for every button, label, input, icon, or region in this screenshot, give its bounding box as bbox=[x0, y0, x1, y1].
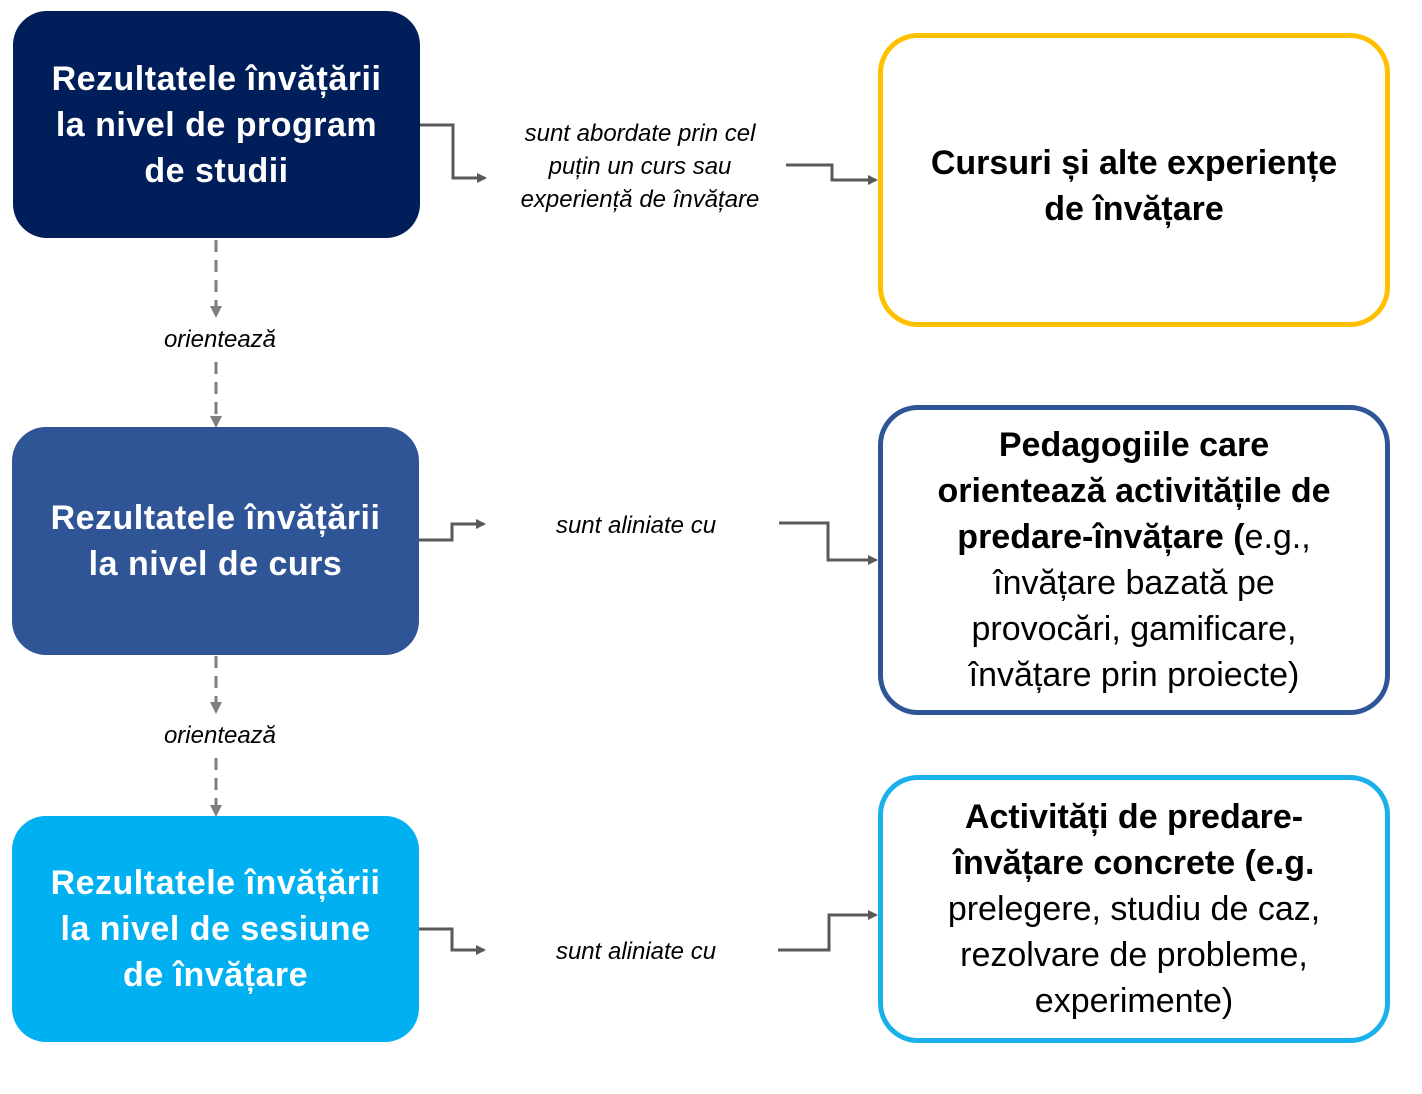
aligned-with-label-2: sunt aliniate cu bbox=[555, 938, 717, 965]
pedagogy-line-3-bold: predare-învățare ( bbox=[957, 518, 1245, 556]
course-box-line-2: la nivel de curs bbox=[88, 545, 343, 583]
pedagogy-line-1: Pedagogiile care bbox=[998, 426, 1270, 464]
connector-label-to-courses bbox=[786, 163, 878, 185]
activities-line-4: rezolvare de probleme, bbox=[960, 936, 1308, 974]
connector-session-to-label bbox=[419, 927, 486, 955]
activities-line-3: prelegere, studiu de caz, bbox=[947, 890, 1321, 928]
connector-label-to-activities bbox=[778, 910, 878, 952]
addressed-label-line-1: sunt abordate prin cel bbox=[524, 120, 756, 147]
dashed-arrowhead-2a bbox=[210, 702, 222, 714]
program-outcomes-box: Rezultatele învățării la nivel de progra… bbox=[13, 11, 420, 238]
activities-line-5: experimente) bbox=[1034, 982, 1234, 1020]
session-box-line-1: Rezultatele învățării bbox=[50, 864, 381, 902]
connector-program-to-label bbox=[420, 123, 487, 183]
pedagogy-line-3-normal: e.g., bbox=[1244, 518, 1311, 556]
pedagogies-box: Pedagogiile care orientează activitățile… bbox=[878, 405, 1390, 715]
session-box-line-3: de învățare bbox=[122, 956, 309, 994]
pedagogy-line-6: învățare prin proiecte) bbox=[968, 656, 1300, 694]
connector-course-to-label bbox=[419, 519, 486, 542]
dashed-arrowhead-1b bbox=[210, 416, 222, 428]
aligned-with-label-1: sunt aliniate cu bbox=[555, 512, 717, 539]
courses-experiences-box: Cursuri și alte experiențe de învățare bbox=[878, 33, 1390, 327]
program-box-line-1: Rezultatele învățării bbox=[51, 59, 382, 98]
dashed-arrowhead-2b bbox=[210, 805, 222, 817]
orients-label-2: orientează bbox=[163, 722, 277, 749]
dashed-arrowhead-1a bbox=[210, 306, 222, 318]
program-box-line-2: la nivel de program bbox=[55, 105, 378, 144]
addressed-label-line-3: experiență de învățare bbox=[520, 186, 760, 213]
orients-label-1: orientează bbox=[163, 326, 277, 353]
connector-label-to-pedagogy bbox=[779, 521, 878, 565]
session-box-line-2: la nivel de sesiune bbox=[60, 910, 371, 948]
addressed-label-line-2: puțin un curs sau bbox=[548, 153, 732, 180]
pedagogy-line-2: orientează activitățile de bbox=[937, 472, 1331, 510]
activities-line-2: învățare concrete (e.g. bbox=[953, 844, 1315, 882]
program-box-line-3: de studii bbox=[144, 151, 289, 190]
pedagogy-line-4: învățare bazată pe bbox=[993, 564, 1275, 602]
addressed-through-label: sunt abordate prin cel puțin un curs sau… bbox=[490, 117, 790, 216]
session-outcomes-box: Rezultatele învățării la nivel de sesiun… bbox=[12, 816, 419, 1042]
courses-box-line-1: Cursuri și alte experiențe bbox=[930, 144, 1338, 182]
courses-box-line-2: de învățare bbox=[1044, 190, 1224, 228]
course-box-line-1: Rezultatele învățării bbox=[50, 499, 381, 537]
activities-box: Activități de predare- învățare concrete… bbox=[878, 775, 1390, 1043]
activities-line-1: Activități de predare- bbox=[964, 798, 1304, 836]
course-outcomes-box: Rezultatele învățării la nivel de curs bbox=[12, 427, 419, 655]
pedagogy-line-5: provocări, gamificare, bbox=[971, 610, 1297, 648]
